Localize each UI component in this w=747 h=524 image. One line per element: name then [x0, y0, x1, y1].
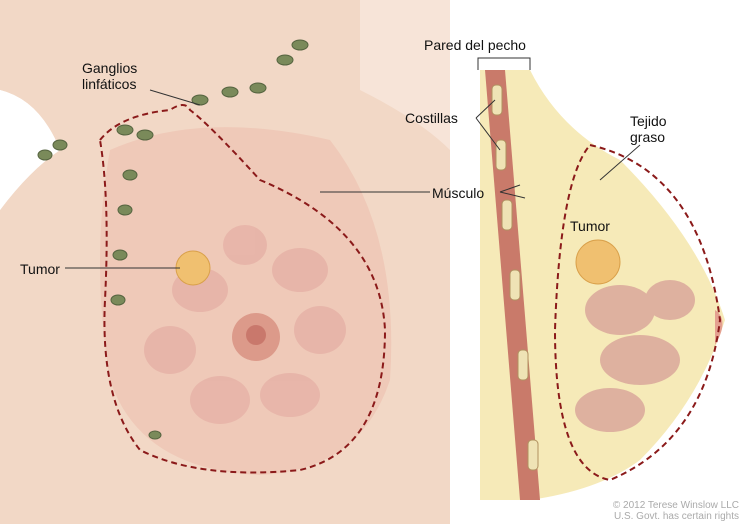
leader-lines-side [475, 57, 641, 199]
lymph-nodes [37, 39, 309, 440]
label-fatty-tissue-line1: Tejido [630, 113, 667, 129]
nipple [246, 325, 266, 345]
breast [100, 127, 392, 475]
label-fatty-tissue: Tejido graso [630, 113, 667, 145]
label-tumor-right: Tumor [570, 218, 610, 234]
breast-outline-dashed-side [553, 143, 722, 482]
copyright-line2: U.S. Govt. has certain rights [613, 511, 739, 522]
label-lymph-nodes: Ganglios linfáticos [82, 60, 137, 92]
label-muscle: Músculo [432, 185, 485, 201]
label-ribs: Costillas [405, 110, 458, 126]
frontal-view [0, 0, 450, 524]
glandular-tissue [575, 280, 695, 432]
breast-outline-dashed [98, 104, 387, 474]
lobules [144, 225, 346, 424]
leader-lines [65, 89, 430, 269]
tumor-mass-side [575, 239, 621, 285]
tumor-mass [175, 250, 211, 286]
label-tumor-left: Tumor [20, 261, 60, 277]
label-fatty-tissue-line2: graso [630, 129, 666, 145]
label-chest-wall: Pared del pecho [424, 37, 526, 53]
label-lymph-nodes-line2: linfáticos [82, 76, 137, 92]
label-lymph-nodes-line1: Ganglios [82, 60, 138, 76]
copyright-line1: © 2012 Terese Winslow LLC [612, 500, 739, 511]
ribs [491, 84, 539, 471]
side-view [475, 57, 725, 500]
